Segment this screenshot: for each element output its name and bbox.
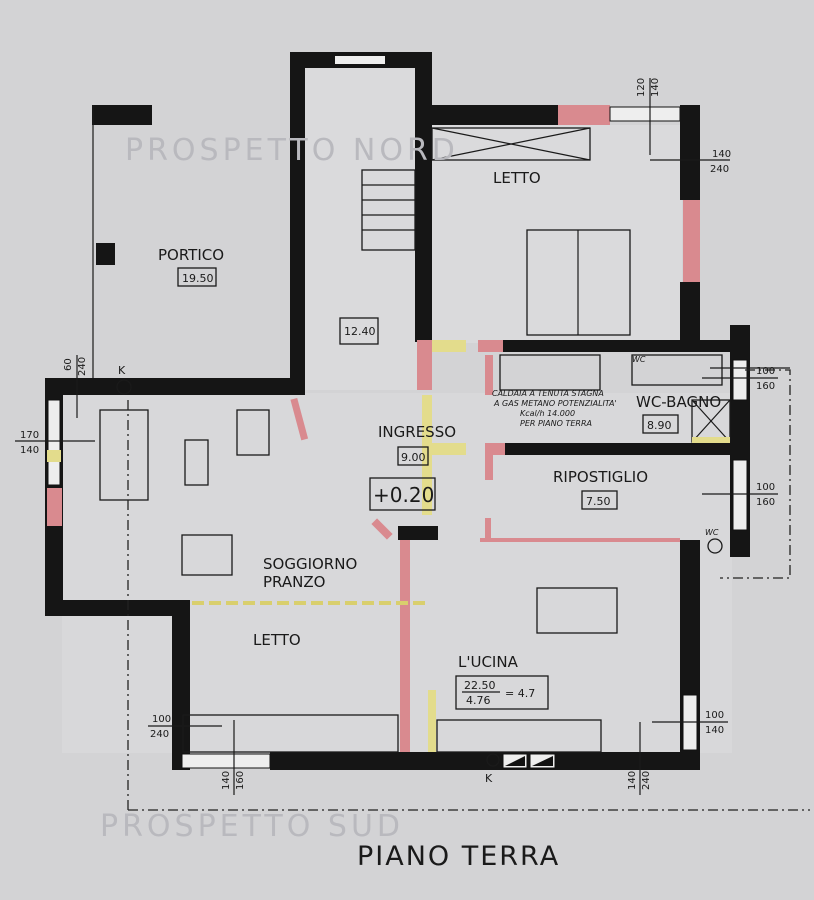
room-area-stair: 12.40: [344, 325, 376, 338]
svg-text:120: 120: [636, 78, 647, 97]
svg-text:240: 240: [150, 729, 169, 740]
plan-title: PIANO TERRA: [357, 841, 560, 872]
boiler-note-line: A GAS METANO POTENZIALITA': [493, 399, 617, 408]
svg-text:100: 100: [756, 366, 775, 377]
svg-text:100: 100: [705, 710, 724, 721]
room-name-portico: PORTICO: [158, 246, 224, 264]
cucina-ratio-denominator: 4.76: [466, 694, 491, 707]
marker-k: K: [485, 772, 493, 785]
svg-text:240: 240: [641, 771, 652, 790]
svg-text:170: 170: [20, 430, 39, 441]
room-name-cucina: L'UCINA: [458, 653, 519, 671]
room-name-letto-north: LETTO: [493, 169, 541, 187]
svg-text:140: 140: [712, 149, 731, 160]
boiler-note-line: Kcal/h 14.000: [520, 409, 575, 418]
room-name-letto-south: LETTO: [253, 631, 301, 649]
room-name-wc-bagno: WC-BAGNO: [636, 393, 721, 411]
floor-level: +0.20: [373, 483, 434, 507]
kitchen-counter: [436, 719, 602, 753]
room-area-portico: 19.50: [182, 272, 214, 285]
boiler-symbol: [707, 538, 723, 554]
room-name-ripostiglio: RIPOSTIGLIO: [553, 468, 648, 486]
room-area-ripostiglio: 7.50: [586, 495, 611, 508]
stairs: [361, 169, 416, 251]
svg-text:100: 100: [152, 714, 171, 725]
svg-text:240: 240: [710, 164, 729, 175]
marker-wc: WC: [705, 528, 719, 537]
svg-text:140: 140: [650, 78, 661, 97]
svg-text:60: 60: [63, 358, 74, 371]
svg-text:140: 140: [627, 771, 638, 790]
dimensions: 120 140 140 240 60 240 170 140 100 160 1…: [15, 78, 778, 795]
boiler-symbol: [486, 753, 500, 767]
chair: [181, 534, 233, 576]
svg-text:140: 140: [705, 725, 724, 736]
svg-text:140: 140: [20, 445, 39, 456]
marker-k: K: [118, 364, 126, 377]
svg-text:100: 100: [756, 482, 775, 493]
room-name-soggiorno: SOGGIORNO: [263, 555, 357, 573]
room-name-pranzo: PRANZO: [263, 573, 325, 591]
svg-text:160: 160: [235, 771, 246, 790]
svg-text:240: 240: [77, 357, 88, 376]
dining-table: [536, 587, 618, 634]
column: [96, 243, 115, 265]
room-area-wc-bagno: 8.90: [647, 419, 672, 432]
floor-areas: [62, 68, 732, 753]
cucina-ratio-result: = 4.7: [505, 687, 535, 700]
wc-label: WC: [632, 355, 646, 364]
watermark-prospetto-nord: PROSPETTO NORD: [125, 133, 459, 168]
cucina-ratio-numerator: 22.50: [464, 679, 496, 692]
svg-text:160: 160: [756, 381, 775, 392]
walls: [45, 52, 750, 770]
armchair: [236, 409, 270, 456]
coffee-table: [184, 439, 209, 486]
svg-text:140: 140: [221, 771, 232, 790]
room-name-ingresso: INGRESSO: [378, 423, 456, 441]
window: [335, 56, 385, 64]
watermark-prospetto-sud: PROSPETTO SUD: [100, 809, 404, 844]
svg-text:160: 160: [756, 497, 775, 508]
bed-area: [182, 714, 399, 753]
boiler-note-line: CALDAIA A TENUTA STAGNA: [492, 389, 604, 398]
boiler-symbol: [116, 379, 132, 395]
boiler-note-line: PER PIANO TERRA: [520, 419, 592, 428]
room-area-ingresso: 9.00: [401, 451, 426, 464]
fixtures: [99, 127, 731, 769]
sofa: [99, 409, 149, 501]
